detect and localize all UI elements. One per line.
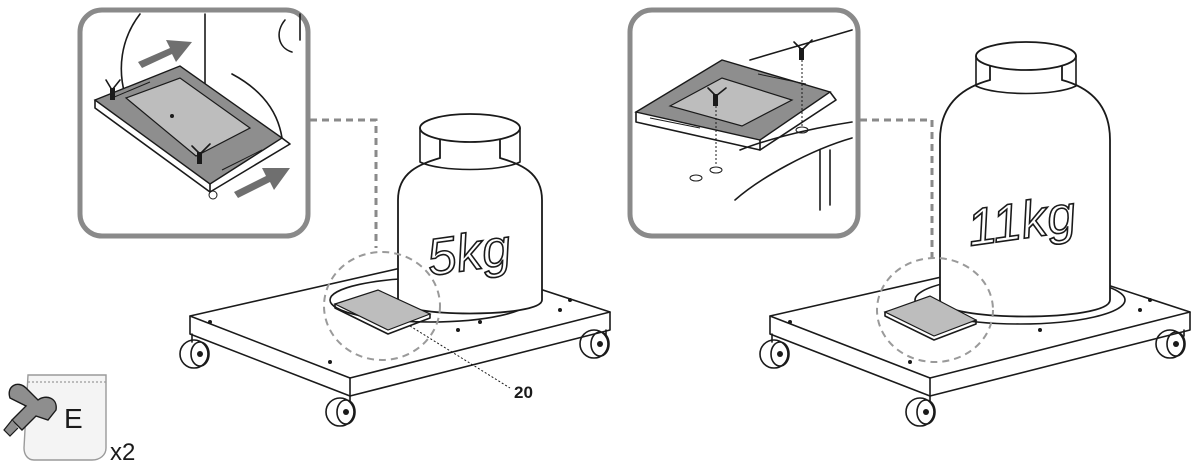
- bag-letter-label: E: [64, 403, 83, 434]
- connector-right: [860, 118, 934, 262]
- caster-wheel: [579, 329, 610, 359]
- detail-panel-left: [77, 7, 311, 239]
- left-assembly: 5kg 20: [77, 7, 611, 427]
- detail-panel-right: [627, 7, 861, 239]
- caster-wheel: [179, 333, 210, 369]
- highlight-circle-left: [323, 251, 441, 361]
- right-assembly: 11kg: [627, 7, 1191, 427]
- wing-nut-icon: [707, 87, 727, 106]
- wing-nut-icon: [793, 39, 813, 60]
- wing-nut-icon: [105, 79, 121, 100]
- bag-quantity-label: x2: [110, 439, 135, 465]
- tank-weight-label-5kg: 5kg: [423, 219, 514, 288]
- part-number-callout: 20: [514, 383, 533, 402]
- slide-arrow-top: [138, 40, 192, 68]
- hardware-bag: E x2: [3, 374, 135, 465]
- bracket-right: [883, 295, 978, 341]
- caster-wheel: [759, 333, 790, 369]
- tank-weight-label-11kg: 11kg: [964, 185, 1080, 258]
- gas-tank-11kg: 11kg: [939, 41, 1111, 318]
- callout-leader: [409, 325, 511, 389]
- slide-arrow-bottom: [234, 168, 290, 198]
- caster-wheel: [325, 395, 356, 427]
- highlight-circle-right: [876, 257, 994, 363]
- wing-nut-icon: [191, 143, 211, 164]
- caster-wheel: [905, 395, 936, 427]
- connector-left: [310, 118, 378, 248]
- bracket-left: [333, 289, 432, 335]
- gas-tank-5kg: 5kg: [397, 113, 543, 315]
- caster-wheel: [1155, 329, 1186, 359]
- wing-bolt-icon: [3, 383, 57, 437]
